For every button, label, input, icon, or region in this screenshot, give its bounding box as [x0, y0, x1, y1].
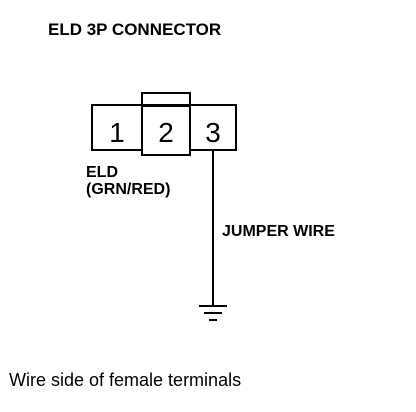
- jumper-wire-label: JUMPER WIRE: [222, 223, 335, 240]
- pin-label-2: 2: [158, 117, 174, 148]
- pin-label-3: 3: [205, 117, 221, 148]
- pin-label-1: 1: [109, 117, 125, 148]
- eld-label: ELD: [86, 164, 118, 181]
- ground-icon: [199, 305, 227, 321]
- eld-wire-color-label: (GRN/RED): [86, 181, 170, 198]
- diagram-title: ELD 3P CONNECTOR: [48, 20, 221, 39]
- diagram-caption: Wire side of female terminals: [9, 370, 241, 390]
